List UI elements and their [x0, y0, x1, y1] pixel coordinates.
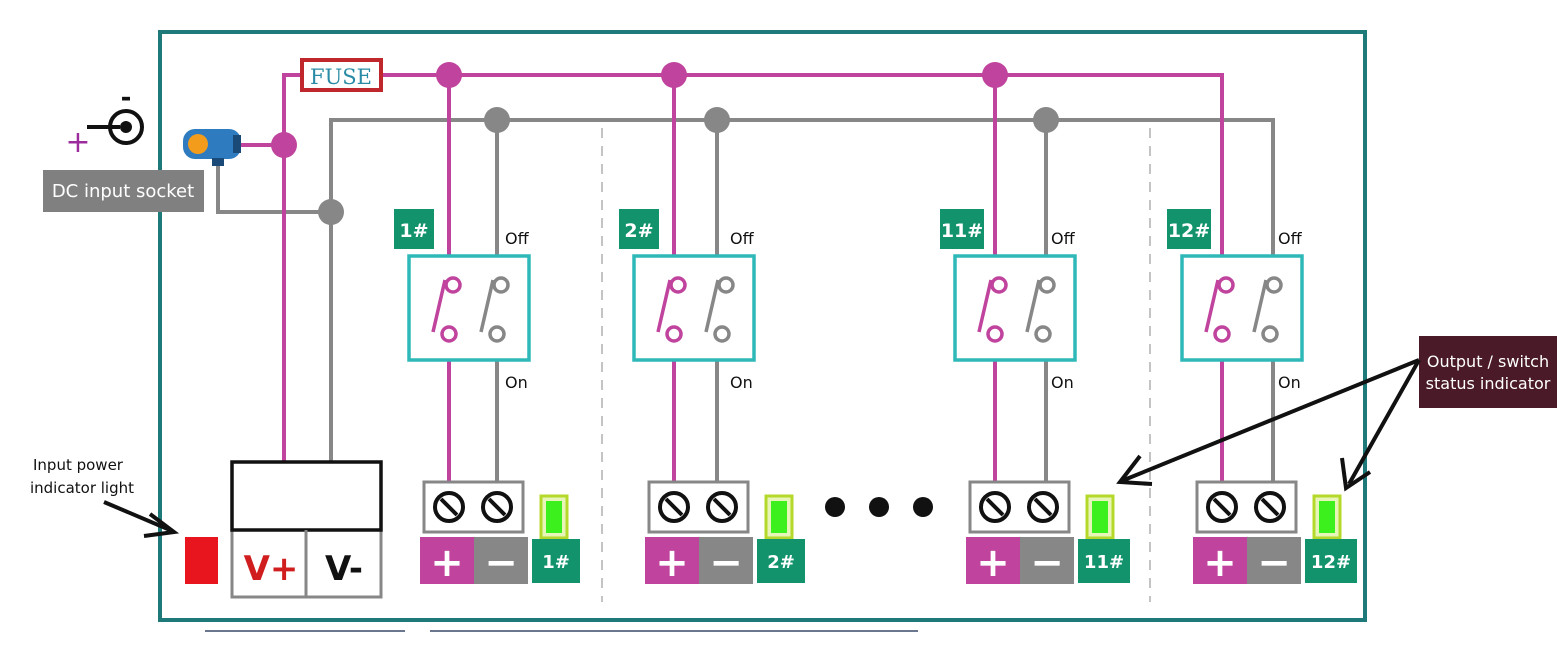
screw-terminal-icon [1254, 491, 1286, 523]
fuse: FUSE [300, 58, 383, 92]
switch-contact [1025, 276, 1056, 343]
channel-separators [601, 128, 1151, 602]
switch-icon [407, 254, 531, 362]
channel-tag-label: 1# [399, 220, 428, 242]
switch-contact [977, 276, 1008, 343]
fuse-label: FUSE [310, 65, 372, 89]
channels: 1#OffOn+−1#2#OffOn+−2#11#OffOn+−11#12#Of… [394, 209, 1357, 586]
output-channel-tag-label: 12# [1311, 552, 1351, 573]
ellipsis-dots-icon [825, 497, 933, 517]
switch-contact [656, 276, 687, 343]
switch-contact [704, 276, 735, 343]
output-terminal-block: +− [966, 480, 1074, 586]
board-outline [158, 30, 1367, 622]
switch-icon [632, 254, 756, 362]
channel-tag-label: 2# [624, 220, 653, 242]
output-minus-label: − [1257, 540, 1291, 586]
input-power-arrow-icon [103, 500, 180, 538]
output-plus-block [966, 537, 1020, 584]
screw-terminal-icon [706, 491, 738, 523]
switch-on-label: On [505, 373, 528, 392]
channel-tag [619, 209, 659, 249]
dc-input-socket-label: DC input socket [43, 170, 204, 212]
channel-tag-label: 12# [1168, 220, 1210, 242]
output-minus-block [699, 537, 753, 584]
output-minus-label: − [484, 540, 518, 586]
svg-text:Output / switch: Output / switch [1427, 352, 1549, 371]
status-arrow-icon [1116, 358, 1421, 492]
output-status-indicator [764, 494, 794, 540]
screw-terminal-icon [433, 491, 465, 523]
screw-terminal-icon [1027, 491, 1059, 523]
output-status-indicator [1312, 494, 1342, 540]
output-channel-tag-label: 11# [1084, 552, 1124, 573]
output-plus-label: + [976, 540, 1010, 586]
dc-plug-icon [183, 129, 241, 166]
switch-icon [953, 254, 1077, 362]
switch-off-label: Off [730, 229, 755, 248]
input-vminus-label: V- [325, 549, 363, 589]
switch-contact [1252, 276, 1283, 343]
input-terminal-block: V+ V- [230, 460, 383, 599]
output-minus-label: − [1030, 540, 1064, 586]
output-plus-block [420, 537, 474, 584]
switch-icon [1180, 254, 1304, 362]
svg-text:DC input socket: DC input socket [52, 181, 194, 202]
svg-text:indicator light: indicator light [30, 479, 134, 497]
switch-off-label: Off [505, 229, 530, 248]
output-status-indicator [1085, 494, 1115, 540]
output-minus-block [474, 537, 528, 584]
output-minus-label: − [709, 540, 743, 586]
switch-on-label: On [1051, 373, 1074, 392]
input-power-label: Input power indicator light [30, 456, 134, 497]
output-channel-tag [1078, 539, 1130, 583]
output-channel-tag-label: 2# [767, 552, 795, 573]
switch-contact [431, 276, 462, 343]
input-power-indicator-light [185, 537, 218, 584]
output-terminal-block: +− [420, 480, 528, 586]
switch-on-label: On [730, 373, 753, 392]
output-channel-tag [532, 539, 580, 583]
switch-off-label: Off [1051, 229, 1076, 248]
output-status-indicator [539, 494, 569, 540]
output-minus-block [1247, 537, 1301, 584]
dc-jack-icon: - + [65, 83, 144, 160]
output-terminal-block: +− [1193, 480, 1301, 586]
switch-contact [479, 276, 510, 343]
channel-tag [394, 209, 434, 249]
output-channel-tag [1305, 539, 1357, 583]
svg-text:status indicator: status indicator [1426, 374, 1551, 393]
output-minus-block [1020, 537, 1074, 584]
input-vplus-label: V+ [244, 549, 299, 589]
junction-dots [271, 62, 1059, 225]
switch-off-label: Off [1278, 229, 1303, 248]
fuse-icon [300, 58, 383, 92]
channel-tag [1167, 209, 1211, 249]
status-indicator-callout: Output / switch status indicator [1419, 336, 1557, 408]
channel-tag-label: 11# [941, 220, 983, 242]
dc-jack-minus: - [121, 83, 132, 113]
screw-terminal-icon [658, 491, 690, 523]
output-plus-label: + [1203, 540, 1237, 586]
screw-terminal-icon [979, 491, 1011, 523]
output-channel-tag-label: 1# [542, 552, 570, 573]
output-plus-label: + [655, 540, 689, 586]
screw-terminal-icon [481, 491, 513, 523]
output-channel-tag [757, 539, 805, 583]
output-terminal-block: +− [645, 480, 753, 586]
output-plus-block [645, 537, 699, 584]
output-plus-block [1193, 537, 1247, 584]
switch-on-label: On [1278, 373, 1301, 392]
switch-contact [1204, 276, 1235, 343]
channel-tag [940, 209, 984, 249]
screw-terminal-icon [1206, 491, 1238, 523]
output-plus-label: + [430, 540, 464, 586]
svg-text:Input power: Input power [33, 456, 124, 474]
dc-jack-plus: + [65, 125, 90, 160]
